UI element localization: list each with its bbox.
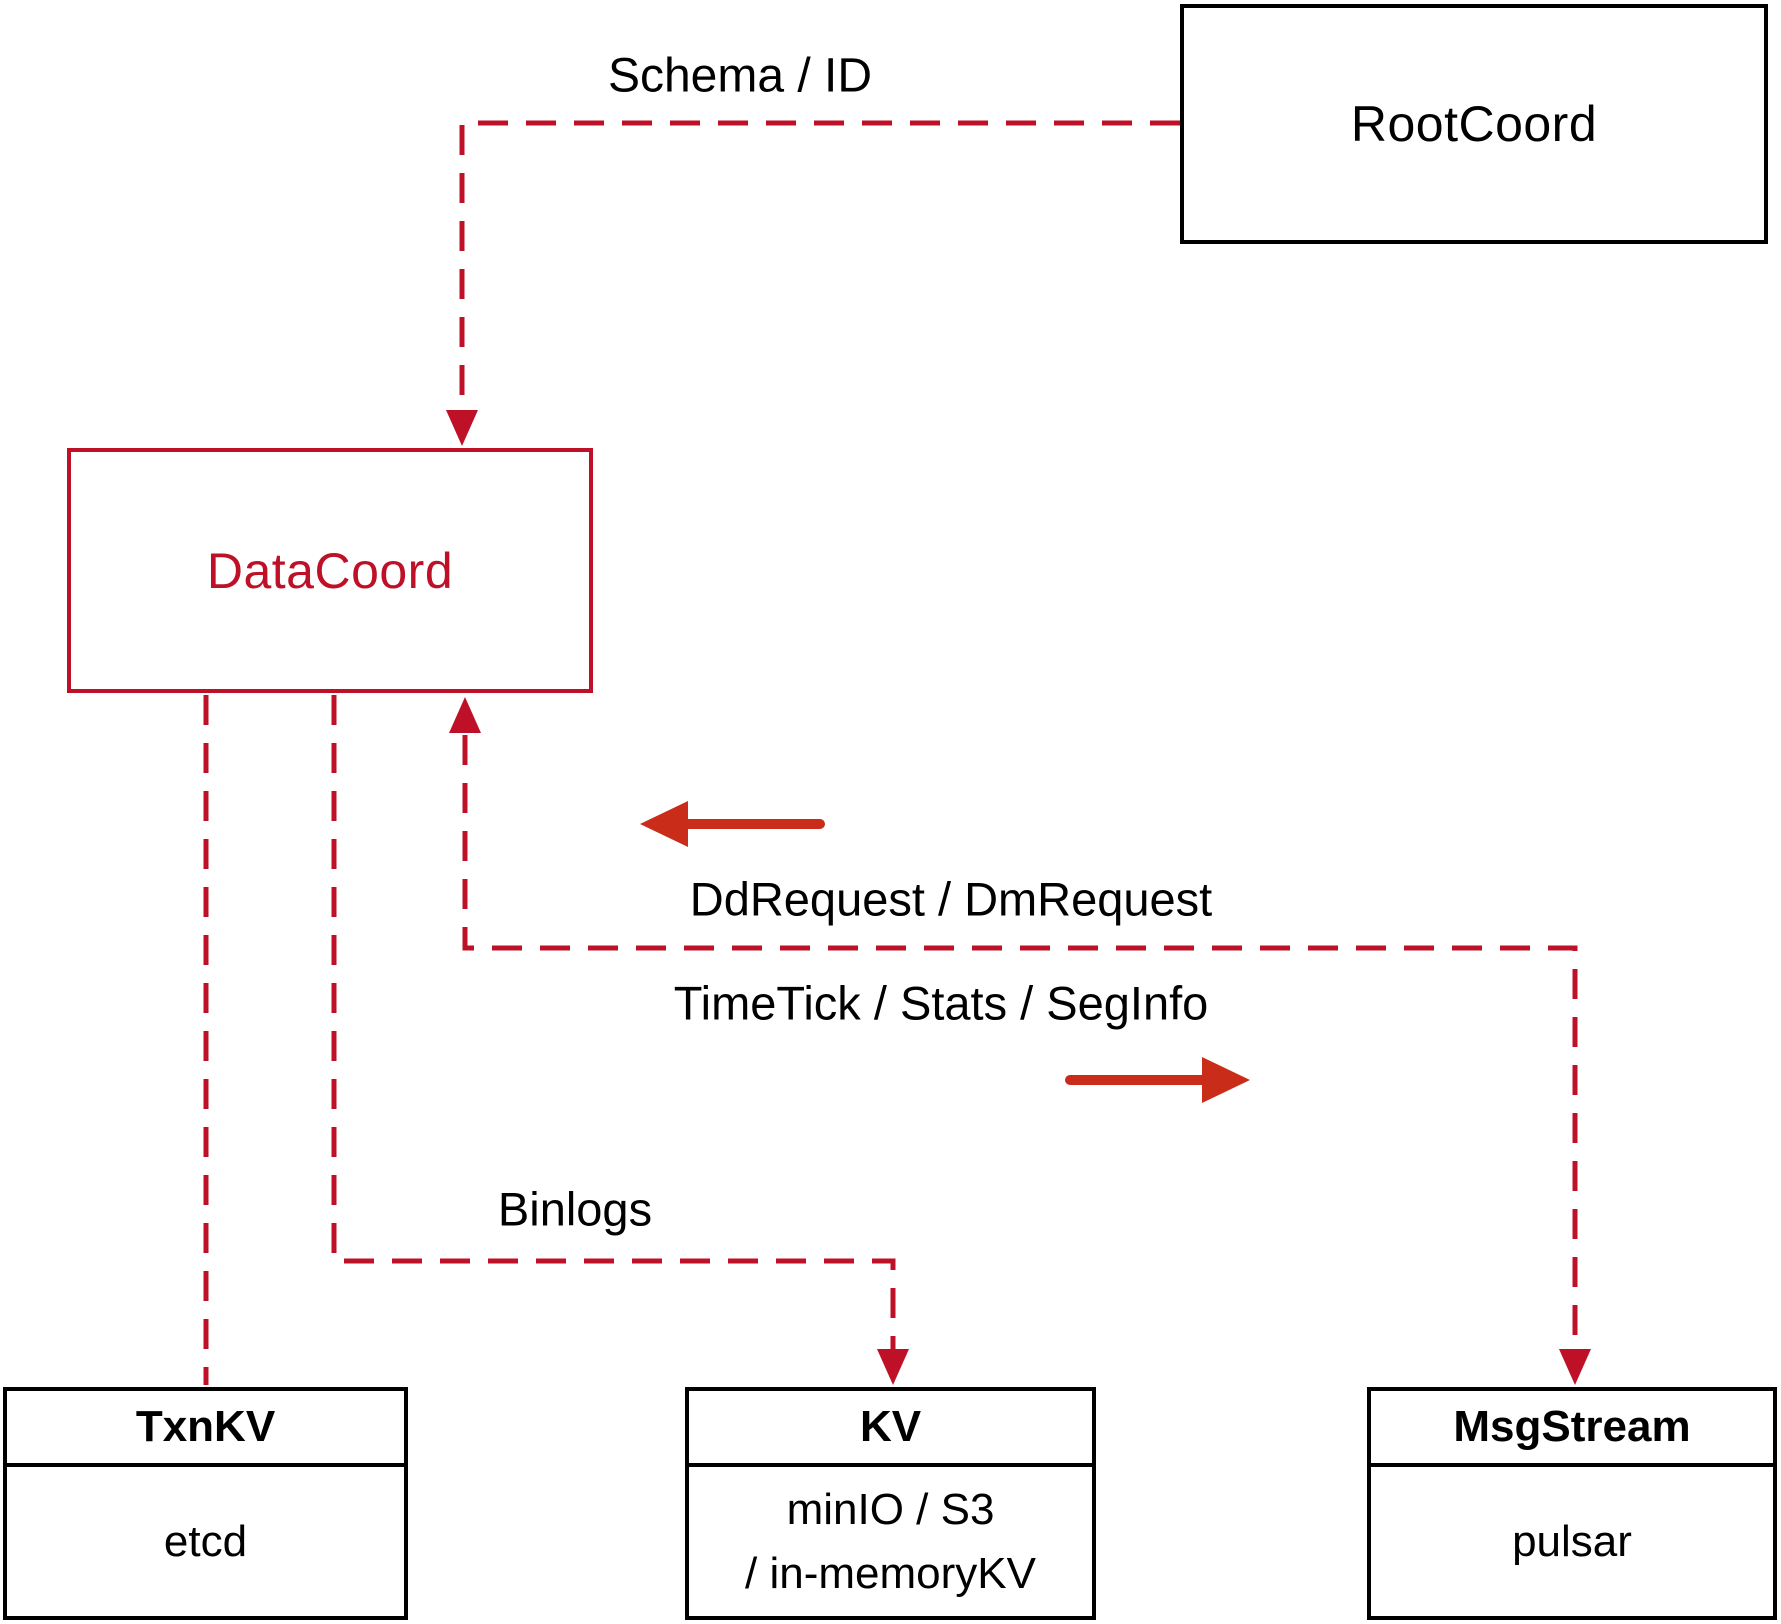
kv-body: minIO / S3 / in-memoryKV (689, 1467, 1092, 1616)
node-txnkv: TxnKV etcd (3, 1387, 408, 1620)
left-direction-arrow-icon (640, 801, 688, 847)
rootcoord-label: RootCoord (1350, 96, 1598, 152)
datacoord-label: DataCoord (206, 542, 454, 599)
kv-body-line1: minIO / S3 (786, 1484, 995, 1534)
node-datacoord: DataCoord (67, 448, 593, 693)
msgstream-body: pulsar (1512, 1516, 1632, 1566)
edge-label-dd-request: DdRequest / DmRequest (689, 872, 1213, 926)
ddrequest-timetick-dashed-line (462, 735, 1578, 1349)
kv-body-line2: / in-memoryKV (745, 1548, 1036, 1598)
msgstream-title: MsgStream (1371, 1391, 1773, 1467)
edge-label-timetick: TimeTick / Stats / SegInfo (673, 976, 1209, 1030)
schema-id-arrowhead-down-icon (446, 410, 478, 446)
schema-id-dashed-line (459, 120, 1180, 410)
binlogs-arrowhead-down-icon (877, 1349, 909, 1385)
node-rootcoord: RootCoord (1180, 4, 1768, 244)
kv-title: KV (689, 1391, 1092, 1467)
txnkv-body: etcd (163, 1516, 248, 1566)
edge-label-binlogs: Binlogs (497, 1182, 653, 1236)
node-kv: KV minIO / S3 / in-memoryKV (685, 1387, 1096, 1620)
txnkv-title: TxnKV (7, 1391, 404, 1467)
ddrequest-arrowhead-up-icon (449, 697, 481, 733)
edge-label-schema-id: Schema / ID (607, 49, 873, 103)
right-direction-arrow-icon (1202, 1057, 1250, 1103)
node-msgstream: MsgStream pulsar (1367, 1387, 1777, 1620)
msgstream-arrowhead-down-icon (1559, 1349, 1591, 1385)
